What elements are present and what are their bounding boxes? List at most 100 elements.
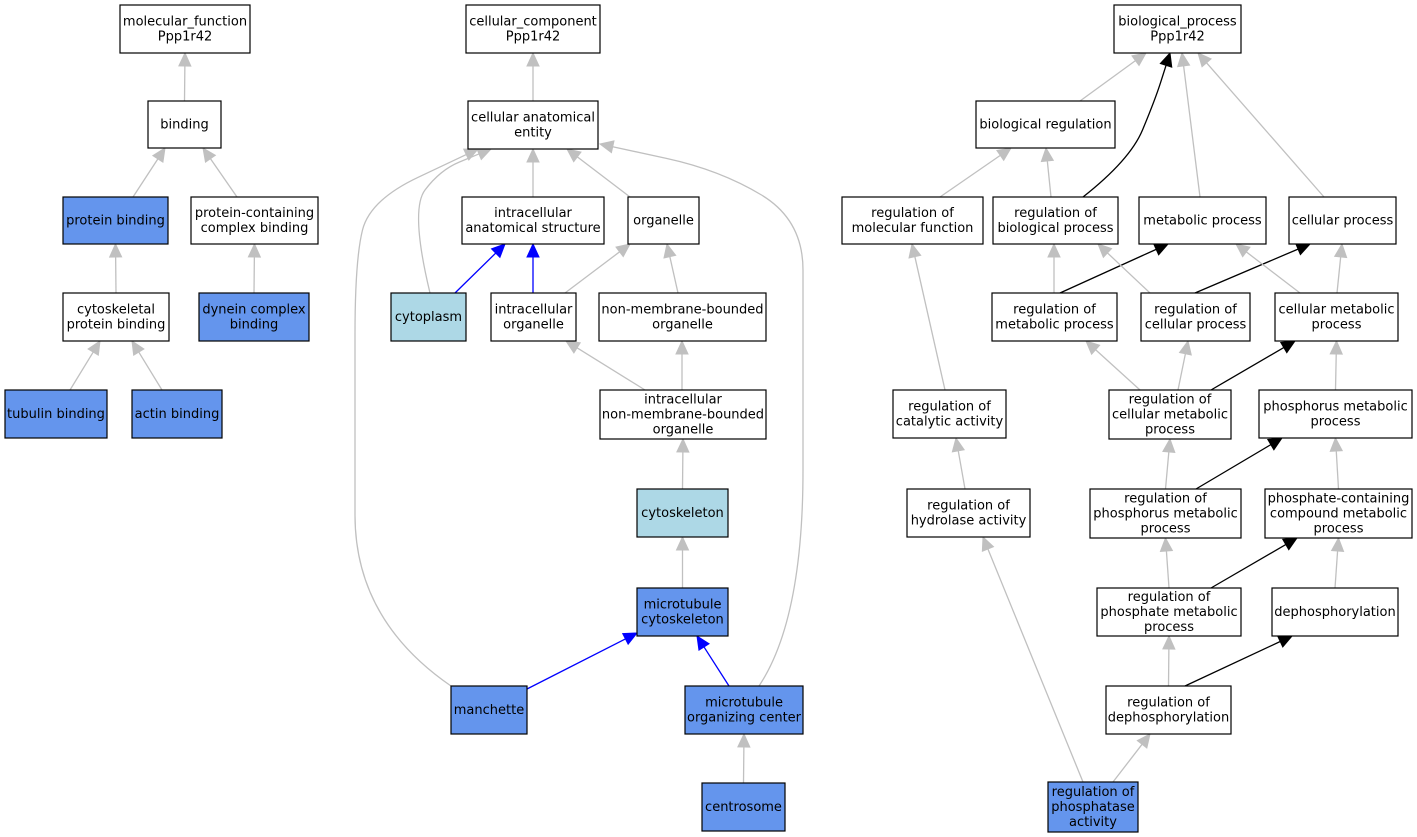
node-box [1140, 292, 1251, 342]
node-label: organelle [633, 214, 694, 229]
edge-arrowhead [564, 340, 582, 354]
edge-arrowhead [526, 51, 540, 67]
edge-mtoc-to-mtcyto [696, 634, 730, 687]
edge-arrowhead [1162, 437, 1176, 454]
edge-actinb-to-cytoskpb [131, 339, 163, 391]
edge-regcmp-to-cmp [1210, 340, 1297, 391]
edge-arrowhead [675, 535, 690, 551]
node-box [1264, 488, 1413, 539]
edge-arrowhead [1040, 146, 1055, 163]
node-box [636, 587, 729, 637]
edge-line [1206, 62, 1325, 198]
edge-phosmp-to-cmp [1329, 339, 1344, 391]
edge-line [1245, 251, 1301, 294]
node-label: regulation of [1014, 206, 1097, 221]
node-label: cellular metabolic [1112, 408, 1228, 423]
node-label: protein-containing [195, 206, 314, 221]
node-label: dynein complex [202, 303, 306, 318]
edge-regcp-to-cellproc [1194, 243, 1312, 294]
edge-line [209, 158, 238, 198]
edge-arrowhead [490, 243, 506, 259]
edge-line [1164, 451, 1170, 490]
node-label: regulation of [1052, 785, 1135, 800]
edge-arrowhead [598, 140, 615, 154]
edge-arrowhead [615, 243, 631, 258]
edge-arrowhead [675, 339, 689, 355]
edge-line [1334, 353, 1337, 391]
edge-mtcyto-to-cytoskeleton [675, 535, 690, 588]
node-label: organelle [503, 318, 564, 333]
node-label: regulation of [1013, 303, 1096, 318]
edge-arrowhead [526, 147, 540, 163]
node-box [991, 292, 1118, 342]
node-box [62, 196, 169, 245]
edge-line [1059, 248, 1157, 294]
node-box [119, 4, 251, 54]
edge-arrowhead [1178, 339, 1192, 356]
edge-line [1210, 543, 1287, 589]
edge-regphosmp-to-regcmp [1162, 437, 1176, 490]
node-box [390, 292, 467, 342]
edge-ias-to-cae [526, 147, 540, 197]
edge-line [1177, 353, 1187, 391]
edge-arrowhead [1176, 51, 1191, 68]
node-label: catalytic activity [896, 415, 1004, 430]
edge-manchette-to-mtcyto [526, 632, 639, 690]
node-label: binding [160, 118, 208, 133]
node-label: phosphorus metabolic [1093, 507, 1237, 522]
edge-line [1334, 550, 1339, 589]
node-label: non-membrane-bounded [602, 408, 764, 423]
node-label: metabolic process [1143, 214, 1262, 229]
edge-arrowhead [996, 147, 1012, 162]
edge-nmbo-to-organelle [663, 242, 679, 294]
edge-line [564, 251, 621, 294]
node-label: regulation of [1154, 303, 1237, 318]
edge-binding-to-mf [178, 51, 192, 102]
node-box [1271, 587, 1399, 637]
edge-arrowhead [696, 634, 710, 652]
node-box [1047, 781, 1139, 833]
node-label: Ppp1r42 [1150, 30, 1205, 45]
edge-arrowhead [1294, 243, 1312, 256]
node-organelle: organelle [627, 196, 700, 245]
edge-arrowhead [87, 339, 101, 357]
edge-regphosmp-to-phosmp [1195, 437, 1284, 490]
node-box [1108, 389, 1232, 440]
node-box [1258, 389, 1413, 439]
edge-regdephos-to-regphatemp [1162, 634, 1176, 687]
edge-arrowhead [151, 147, 166, 164]
edge-cellproc-to-bp [1197, 52, 1325, 198]
node-box [4, 389, 108, 439]
edge-arrowhead [202, 147, 217, 163]
edge-arrowhead [1276, 635, 1294, 648]
node-box [701, 782, 786, 832]
node-label: microtubule [705, 696, 783, 711]
edges-layer [69, 51, 1348, 784]
node-box [975, 100, 1116, 149]
node-box [992, 196, 1119, 245]
node-box [1274, 292, 1399, 342]
edge-line [576, 347, 646, 391]
edge-mtoc-to-cae [598, 140, 804, 687]
node-label: process [1312, 318, 1362, 333]
edge-line [1335, 450, 1340, 490]
edge-arrowhead [108, 242, 123, 258]
edge-line [703, 646, 730, 687]
node-label: protein binding [66, 214, 165, 229]
node-label: anatomical structure [465, 221, 600, 236]
node-box [131, 389, 223, 439]
edge-arrowhead [1047, 242, 1061, 258]
node-dephos: dephosphorylation [1271, 587, 1399, 637]
edge-regmp-to-regbp [1047, 242, 1061, 293]
node-label: binding [230, 318, 278, 333]
edge-line [138, 351, 163, 391]
node-box [906, 488, 1031, 538]
